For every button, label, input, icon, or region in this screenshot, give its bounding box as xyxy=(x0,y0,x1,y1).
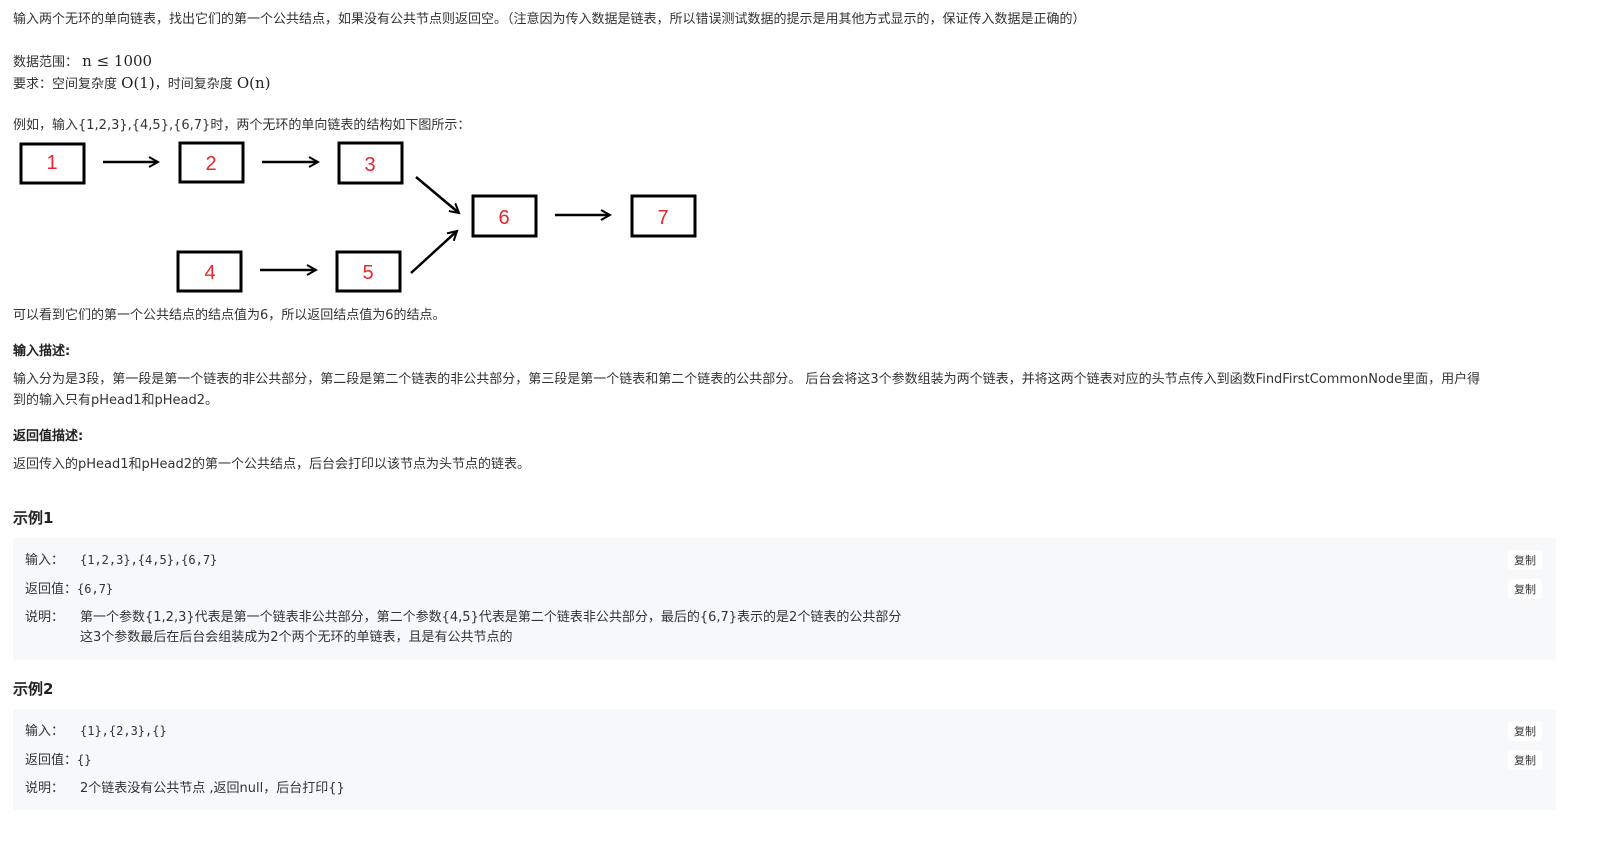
return-value: {6,7} xyxy=(77,582,114,596)
arrow-3-6 xyxy=(415,176,459,213)
return-value: {} xyxy=(77,753,92,767)
return-label: 返回值： xyxy=(25,582,78,597)
input-desc-line2: 到的输入只有pHead1和pHead2。 xyxy=(13,393,219,408)
copy-input-button[interactable]: 复制 xyxy=(1508,550,1542,570)
example-1-input: 输入： {1,2,3},{4,5},{6,7} xyxy=(25,550,217,571)
node-label-1: 1 xyxy=(46,152,57,174)
example-1-box: 输入： {1,2,3},{4,5},{6,7} 复制 返回值：{6,7} 复制 说… xyxy=(13,538,1556,660)
node-label-3: 3 xyxy=(364,154,375,176)
req-label: 要求：空间复杂度 xyxy=(13,77,118,92)
example-2-explain: 说明： 2个链表没有公共节点 ,返回null，后台打印{} xyxy=(25,779,345,799)
time-complexity: O(n) xyxy=(236,74,271,92)
input-value: {1,2,3},{4,5},{6,7} xyxy=(80,553,218,567)
input-desc-title: 输入描述: xyxy=(13,344,71,359)
input-label: 输入： xyxy=(25,724,65,739)
explain-label: 说明： xyxy=(25,781,65,796)
requirement: 要求：空间复杂度 O(1)，时间复杂度 O(n) xyxy=(13,73,271,95)
explain-line1: 2个链表没有公共节点 ,返回null，后台打印{} xyxy=(80,781,345,796)
example-1-title: 示例1 xyxy=(13,509,54,527)
node-label-2: 2 xyxy=(205,153,216,175)
example-2-box: 输入： {1},{2,3},{} 复制 返回值：{} 复制 说明： 2个链表没有公共… xyxy=(13,709,1556,810)
node-label-4: 4 xyxy=(204,262,215,284)
node-box-7 xyxy=(630,194,697,238)
node-label-6: 6 xyxy=(498,207,509,229)
example-2-title: 示例2 xyxy=(13,680,54,698)
input-desc-line1: 输入分为是3段，第一段是第一个链表的非公共部分，第二段是第二个链表的非公共部分，… xyxy=(13,372,1481,387)
arrow-5-6 xyxy=(410,231,457,274)
copy-return-button[interactable]: 复制 xyxy=(1508,579,1542,599)
copy-input-button[interactable]: 复制 xyxy=(1508,721,1542,741)
input-label: 输入： xyxy=(25,553,65,568)
example-intro: 例如，输入{1,2,3},{4,5},{6,7}时，两个无环的单向链表的结构如下… xyxy=(13,118,471,133)
explain-line2: 这3个参数最后在后台会组装成为2个两个无环的单链表，且是有公共节点的 xyxy=(80,630,513,645)
example-2-return: 返回值：{} xyxy=(25,750,91,771)
node-box-2 xyxy=(178,141,245,184)
example-1-return: 返回值：{6,7} xyxy=(25,579,113,600)
linked-list-diagram: 1 2 3 4 5 6 7 xyxy=(19,141,697,293)
copy-return-button[interactable]: 复制 xyxy=(1508,750,1542,770)
example-2-input: 输入： {1},{2,3},{} xyxy=(25,721,167,742)
return-desc: 返回传入的pHead1和pHead2的第一个公共结点，后台会打印以该节点为头节点… xyxy=(13,457,531,472)
return-desc-title: 返回值描述: xyxy=(13,429,84,444)
problem-intro: 输入两个无环的单向链表，找出它们的第一个公共结点，如果没有公共节点则返回空。（注… xyxy=(13,12,1086,27)
explain-label: 说明： xyxy=(25,610,65,625)
range-label: 数据范围： xyxy=(13,55,79,70)
node-box-4 xyxy=(176,250,243,293)
input-value: {1},{2,3},{} xyxy=(80,724,167,738)
space-complexity: O(1) xyxy=(121,74,155,92)
node-box-5 xyxy=(335,250,402,293)
node-box-6 xyxy=(471,194,538,238)
node-box-1 xyxy=(19,142,86,185)
explain-line1: 第一个参数{1,2,3}代表是第一个链表非公共部分，第二个参数{4,5}代表是第… xyxy=(80,610,902,625)
example-1-explain: 说明： 第一个参数{1,2,3}代表是第一个链表非公共部分，第二个参数{4,5}代… xyxy=(25,608,901,648)
node-box-3 xyxy=(337,141,404,185)
req-mid: ，时间复杂度 xyxy=(154,77,233,92)
node-label-5: 5 xyxy=(362,262,373,284)
conclusion: 可以看到它们的第一个公共结点的结点值为6，所以返回结点值为6的结点。 xyxy=(13,308,446,323)
data-range: 数据范围： n ≤ 1000 xyxy=(13,51,152,73)
range-math: n ≤ 1000 xyxy=(82,52,153,70)
node-label-7: 7 xyxy=(657,207,668,229)
return-label: 返回值： xyxy=(25,753,78,768)
